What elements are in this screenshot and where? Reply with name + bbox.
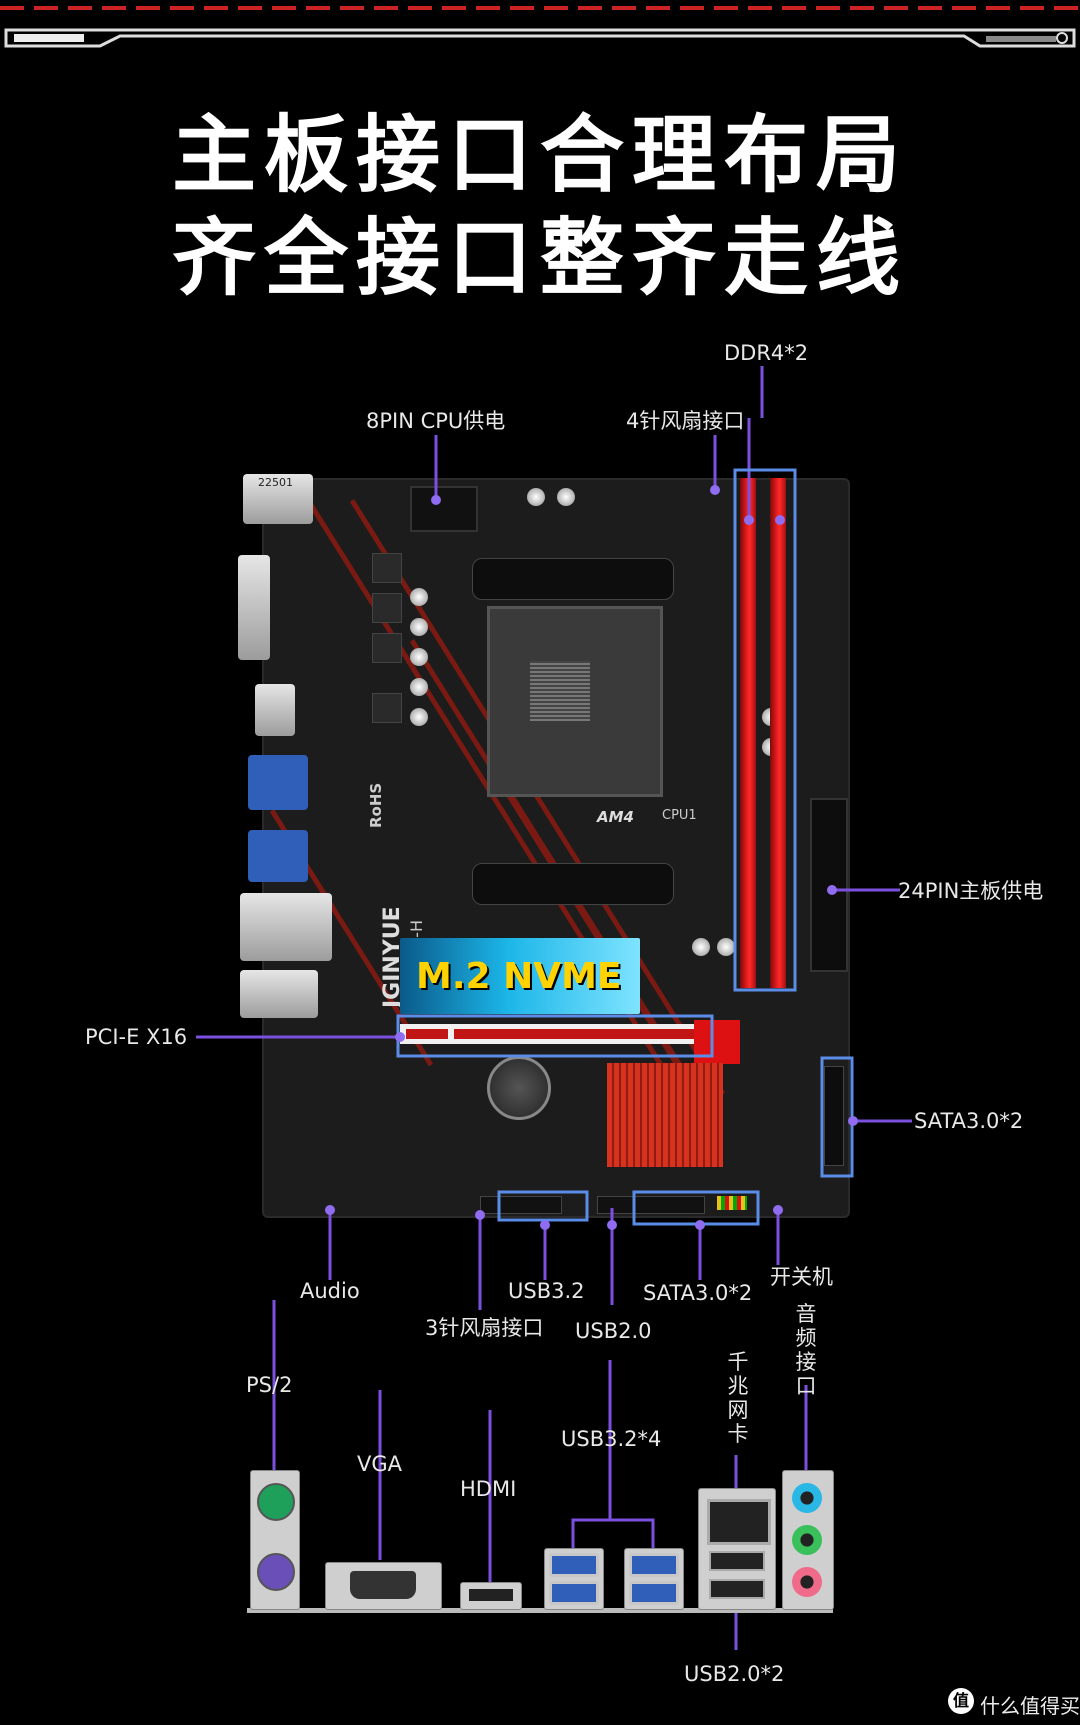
- headline-line-2: 齐全接口整齐走线: [171, 209, 908, 307]
- usb32-port: [549, 1553, 599, 1577]
- cpu-power-connector: [410, 486, 478, 532]
- rear-hdmi: [255, 684, 295, 736]
- socket-label: AM4: [597, 808, 634, 826]
- audio-jack-pink: [792, 1567, 822, 1597]
- cmos-battery: [487, 1056, 551, 1120]
- usb20-port: [709, 1551, 765, 1571]
- hdmi-port: [460, 1582, 522, 1610]
- rear-lan-usb-stack: [243, 474, 313, 524]
- chipset-heatsink: [607, 1063, 723, 1167]
- sata-right-connectors: [824, 1066, 844, 1166]
- vrm-choke: [372, 593, 402, 623]
- cpu-socket: [487, 606, 663, 797]
- front-panel-pins: [717, 1196, 747, 1210]
- ps2-mouse-port: [257, 1483, 295, 1521]
- label-sata-right: SATA3.0*2: [914, 1109, 1024, 1133]
- usb20-port: [709, 1579, 765, 1599]
- ps2-keyboard-port: [257, 1553, 295, 1591]
- io-baseline: [247, 1608, 833, 1613]
- usb32-port: [549, 1581, 599, 1605]
- rear-vga: [238, 555, 270, 660]
- label-vga: VGA: [357, 1452, 403, 1476]
- label-usb32x4: USB3.2*4: [561, 1427, 662, 1451]
- cpu-bracket-bottom: [472, 863, 674, 905]
- cpu-label: CPU1: [662, 808, 697, 823]
- vrm-choke: [372, 693, 402, 723]
- label-24pin-power: 24PIN主板供电: [898, 879, 1044, 903]
- m2-nvme-badge: M.2 NVME: [400, 938, 640, 1014]
- audio-jack-blue: [792, 1483, 822, 1513]
- vga-port: [325, 1562, 442, 1610]
- cpu-bracket-top: [472, 558, 674, 600]
- label-usb20-header: USB2.0: [575, 1319, 652, 1343]
- watermark-text: 什么值得买: [980, 1694, 1080, 1718]
- usb32-stack-2: [624, 1548, 684, 1610]
- label-ps2: PS/2: [246, 1373, 293, 1397]
- label-4pin-fan: 4针风扇接口: [626, 409, 745, 433]
- label-power-switch: 开关机: [770, 1265, 833, 1289]
- rear-usb-1: [248, 755, 308, 810]
- main-power-connector: [810, 798, 848, 972]
- vrm-choke: [372, 633, 402, 663]
- label-usb32-header: USB3.2: [508, 1279, 585, 1303]
- lan-usb-stack: [698, 1488, 776, 1610]
- ddr4-slot-2: [770, 478, 786, 988]
- label-hdmi: HDMI: [460, 1477, 517, 1501]
- pcie-x16-slot: [400, 1024, 710, 1044]
- label-audio-jacks: 音频接口: [795, 1302, 817, 1398]
- vrm-choke: [372, 553, 402, 583]
- label-gigabit-lan: 千兆网卡: [727, 1350, 749, 1446]
- sticker-text: 22501: [258, 476, 293, 489]
- label-3pin-fan: 3针风扇接口: [425, 1316, 544, 1340]
- usb32-stack-1: [544, 1548, 604, 1610]
- label-audio-header: Audio: [300, 1279, 360, 1303]
- audio-jack-block: [782, 1470, 834, 1610]
- label-sata-bottom: SATA3.0*2: [643, 1281, 753, 1305]
- usb32-port: [629, 1553, 679, 1577]
- label-8pin-cpu-power: 8PIN CPU供电: [366, 409, 506, 433]
- audio-jack-green: [792, 1525, 822, 1555]
- label-ddr4: DDR4*2: [724, 341, 809, 365]
- ps2-port-block: [250, 1470, 300, 1610]
- label-usb20x2: USB2.0*2: [684, 1662, 785, 1686]
- watermark-logo-icon: 值: [948, 1688, 974, 1714]
- ddr4-slot-1: [740, 478, 756, 988]
- lan-port: [707, 1499, 771, 1545]
- usb32-port: [629, 1581, 679, 1605]
- rear-audio: [240, 970, 318, 1018]
- m2-badge-text: M.2 NVME: [416, 956, 622, 997]
- rear-lan: [240, 893, 332, 961]
- label-pcie-x16: PCI-E X16: [85, 1025, 188, 1049]
- top-frame: [0, 6, 1080, 48]
- headline-line-1: 主板接口合理布局: [171, 106, 908, 204]
- bottom-sata: [597, 1196, 705, 1214]
- rear-usb-2: [248, 830, 308, 882]
- motherboard-image: AM4 CPU1 RoHS JGINYUE A520M-H M.2 NVME: [262, 478, 850, 1218]
